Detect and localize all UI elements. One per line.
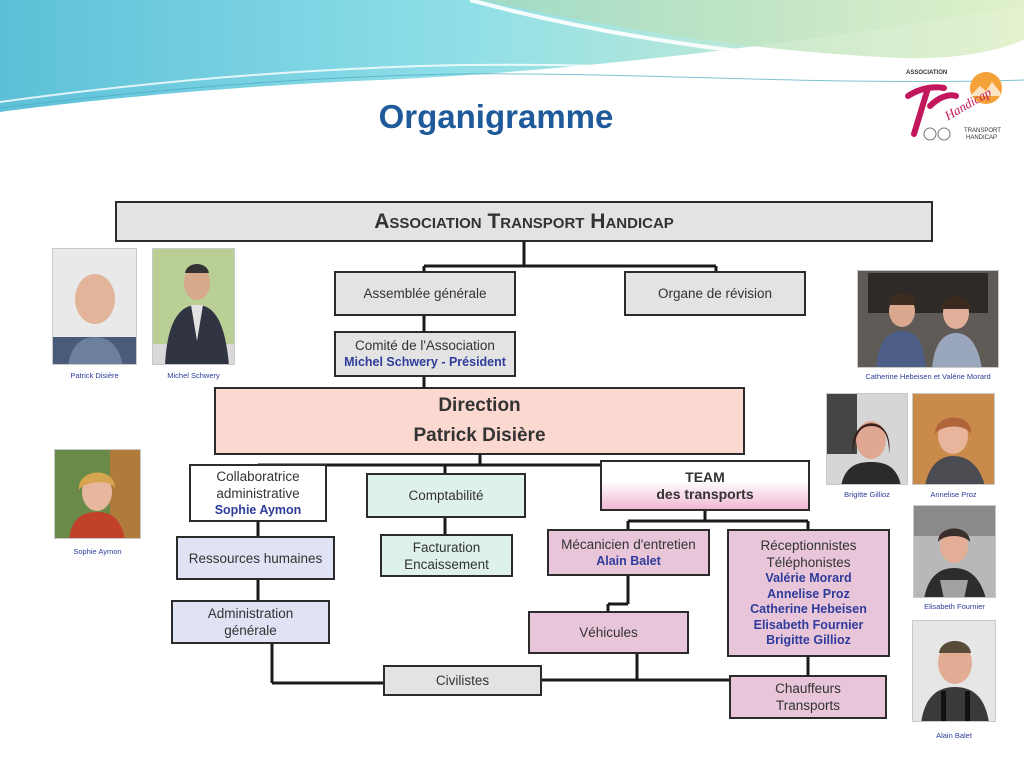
civilistes-label: Civilistes	[435, 673, 490, 688]
caption-sophie: Sophie Aymon	[73, 547, 122, 556]
receptionniste-name: Elisabeth Fournier	[753, 617, 864, 632]
ressources-humaines-label: Ressources humaines	[188, 550, 323, 566]
logo-text-bottom2: HANDICAP	[966, 135, 997, 141]
photo-annelise	[912, 393, 995, 485]
receptionnistes-line2: Téléphonistes	[766, 555, 851, 571]
receptionniste-name: Annelise Proz	[767, 586, 850, 601]
caption-michel: Michel Schwery	[167, 371, 220, 380]
receptionnistes-line1: Réceptionnistes	[760, 538, 857, 554]
root-association-label: Association Transport Handicap	[374, 210, 674, 233]
association-logo: ASSOCIATION Handicap TRANSPORT HANDICAP	[900, 66, 1018, 148]
page-title: Organigramme	[378, 98, 614, 135]
caption-brigitte: Brigitte Gillioz	[844, 490, 890, 499]
facturation-box: Facturation Encaissement	[380, 534, 513, 577]
logo-text-bottom1: TRANSPORT	[964, 128, 1001, 134]
caption-catherine-valerie: Catherine Hebeisen et Valérie Morard	[865, 372, 991, 381]
mecanicien-box: Mécanicien d'entretien Alain Balet	[547, 529, 710, 576]
photo-patrick	[52, 248, 137, 365]
assemblee-generale-box: Assemblée générale	[334, 271, 516, 316]
photo-sophie	[54, 449, 141, 539]
photo-alain	[912, 620, 996, 722]
vehicules-box: Véhicules	[528, 611, 689, 654]
administration-line1: Administration	[207, 606, 294, 621]
header-swoosh	[0, 0, 1024, 112]
team-line1: TEAM	[685, 468, 725, 485]
caption-annelise: Annelise Proz	[930, 490, 977, 499]
team-line2: des transports	[656, 485, 754, 502]
comite-label: Comité de l'Association	[355, 338, 495, 353]
receptionniste-name: Brigitte Gillioz	[766, 633, 851, 648]
direction-box: Direction Patrick Disière	[214, 387, 745, 455]
assemblee-generale-label: Assemblée générale	[363, 286, 487, 301]
mecanicien-label: Mécanicien d'entretien	[561, 536, 696, 552]
organe-revision-label: Organe de révision	[657, 286, 773, 301]
photo-brigitte	[826, 393, 908, 485]
organe-revision-box: Organe de révision	[624, 271, 806, 316]
receptionnistes-box: Réceptionnistes Téléphonistes Valérie Mo…	[727, 529, 890, 657]
direction-name: Patrick Disière	[413, 425, 546, 446]
mecanicien-name: Alain Balet	[596, 553, 661, 568]
chauffeurs-line2: Transports	[775, 698, 841, 713]
receptionniste-name: Valérie Morard	[765, 571, 852, 586]
comite-president-name: Michel Schwery - Président	[344, 355, 506, 369]
photo-catherine-valerie	[857, 270, 999, 368]
facturation-line1: Facturation	[412, 539, 481, 555]
civilistes-box: Civilistes	[383, 665, 542, 696]
facturation-line2: Encaissement	[404, 556, 489, 572]
caption-elisabeth: Elisabeth Fournier	[924, 602, 985, 611]
ressources-humaines-box: Ressources humaines	[176, 536, 335, 580]
direction-label: Direction	[438, 395, 521, 416]
team-transports-box: TEAM des transports	[600, 460, 810, 511]
vehicules-label: Véhicules	[579, 625, 638, 640]
root-association-box: Association Transport Handicap	[115, 201, 933, 242]
collaboratrice-line2: administrative	[216, 485, 300, 501]
collaboratrice-line1: Collaboratrice	[216, 468, 300, 484]
receptionniste-name: Catherine Hebeisen	[750, 602, 867, 617]
logo-text-top: ASSOCIATION	[906, 70, 947, 76]
chauffeurs-box: Chauffeurs Transports	[729, 675, 887, 719]
comite-box: Comité de l'Association Michel Schwery -…	[334, 331, 516, 377]
photo-michel	[152, 248, 235, 365]
comptabilite-label: Comptabilité	[408, 488, 484, 503]
administration-generale-box: Administration générale	[171, 600, 330, 644]
chauffeurs-line1: Chauffeurs	[775, 681, 841, 696]
photo-elisabeth	[913, 505, 996, 598]
administration-line2: générale	[224, 623, 277, 638]
comptabilite-box: Comptabilité	[366, 473, 526, 518]
caption-alain: Alain Balet	[936, 731, 972, 740]
caption-patrick: Patrick Disière	[70, 371, 119, 380]
collaboratrice-box: Collaboratrice administrative Sophie Aym…	[189, 464, 327, 522]
collaboratrice-name: Sophie Aymon	[214, 502, 302, 517]
